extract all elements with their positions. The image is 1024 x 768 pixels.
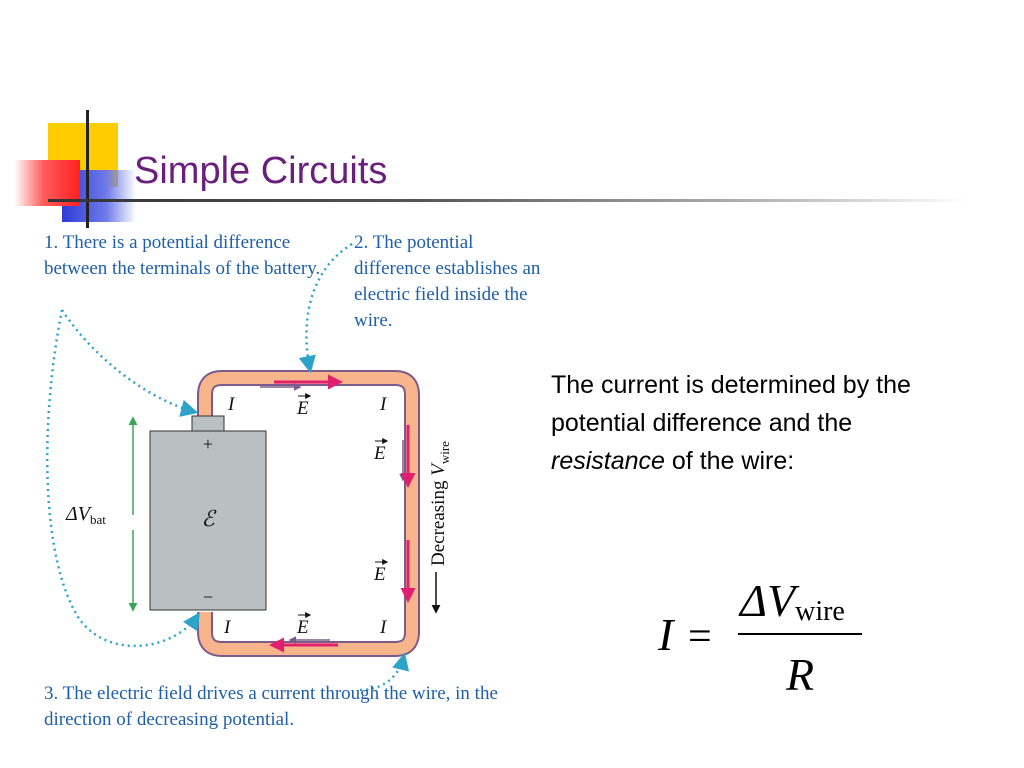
decreasing-v-wire-label: Decreasing Vwire bbox=[428, 441, 452, 566]
delta-v-bat-label: ΔVbat bbox=[65, 503, 106, 527]
callout1-pointer-bottom bbox=[46, 309, 200, 648]
emf-symbol: ℰ bbox=[201, 507, 217, 532]
explanation-after: of the wire: bbox=[664, 447, 795, 475]
current-label-bottom-right: I bbox=[379, 617, 388, 638]
callout-current-direction: 3. The electric field drives a current t… bbox=[44, 683, 498, 730]
ohm-equation: I = ΔVwire R bbox=[657, 575, 862, 700]
explanation-before: The current is determined by the potenti… bbox=[551, 371, 911, 437]
title-underline bbox=[48, 199, 968, 202]
callout-battery-potential: 1. There is a potential difference betwe… bbox=[44, 232, 321, 279]
explanation-text: The current is determined by the potenti… bbox=[551, 366, 971, 480]
battery-minus-label: − bbox=[203, 587, 213, 607]
battery-body bbox=[149, 430, 267, 611]
explanation-emphasis: resistance bbox=[551, 447, 665, 475]
battery-plus-label: + bbox=[203, 434, 213, 454]
current-label-top-right: I bbox=[379, 394, 388, 415]
deco-red-square bbox=[14, 160, 80, 206]
equation-lhs: I bbox=[657, 609, 676, 660]
field-label-top: E bbox=[296, 398, 309, 419]
callout-electric-field: 2. The potential difference establishes … bbox=[354, 232, 541, 331]
current-label-top-left: I bbox=[227, 394, 236, 415]
field-label-right-2: E bbox=[373, 564, 386, 585]
field-label-right-1: E bbox=[373, 443, 386, 464]
battery-terminal bbox=[191, 415, 225, 433]
equation-equals: = bbox=[688, 614, 712, 660]
slide-title: Simple Circuits bbox=[134, 150, 388, 192]
wire-loop-fill bbox=[199, 372, 418, 655]
equation-numerator: ΔVwire bbox=[738, 575, 845, 627]
deco-vertical-line bbox=[86, 110, 89, 228]
current-label-bottom-left: I bbox=[223, 617, 232, 638]
equation-denominator: R bbox=[785, 649, 814, 700]
field-label-bottom: E bbox=[296, 617, 309, 638]
callout1-pointer-top bbox=[60, 309, 199, 417]
